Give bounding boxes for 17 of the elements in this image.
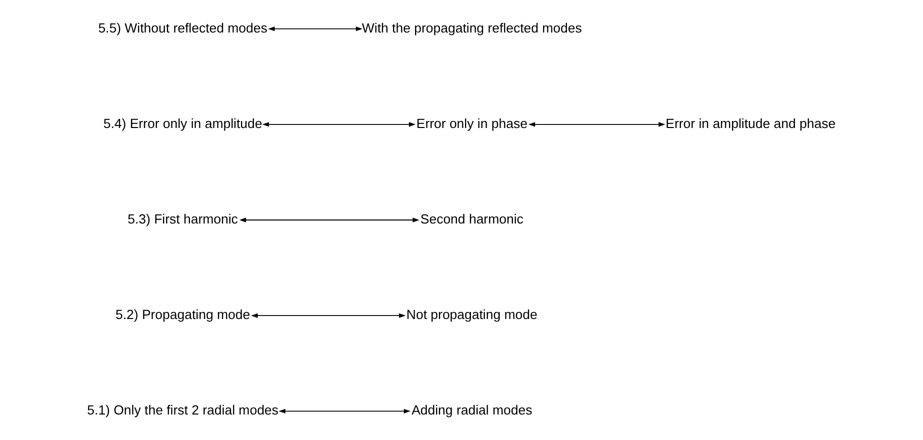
arrow: [251, 313, 406, 318]
node-text: Second harmonic: [420, 212, 524, 226]
node-text: Adding radial modes: [412, 402, 532, 418]
arrow: [278, 408, 410, 414]
node-text: 5.3) First harmonic: [128, 212, 238, 226]
node-text: 5.4) Error only in amplitude: [103, 116, 262, 131]
node-text: 5.2) Propagating mode: [115, 307, 250, 322]
node-text: Not propagating mode: [406, 307, 538, 322]
node-text: 5.1) Only the first 2 radial modes: [87, 402, 278, 418]
node-text: Error in amplitude and phase: [666, 116, 836, 131]
node-text: Error only in phase: [416, 116, 528, 131]
arrow: [268, 26, 363, 32]
arrow: [239, 218, 420, 222]
arrow: [528, 122, 666, 127]
arrow: [262, 122, 416, 127]
node-text: 5.5) Without reflected modes: [98, 20, 268, 36]
node-text: With the propagating reflected modes: [362, 20, 582, 36]
